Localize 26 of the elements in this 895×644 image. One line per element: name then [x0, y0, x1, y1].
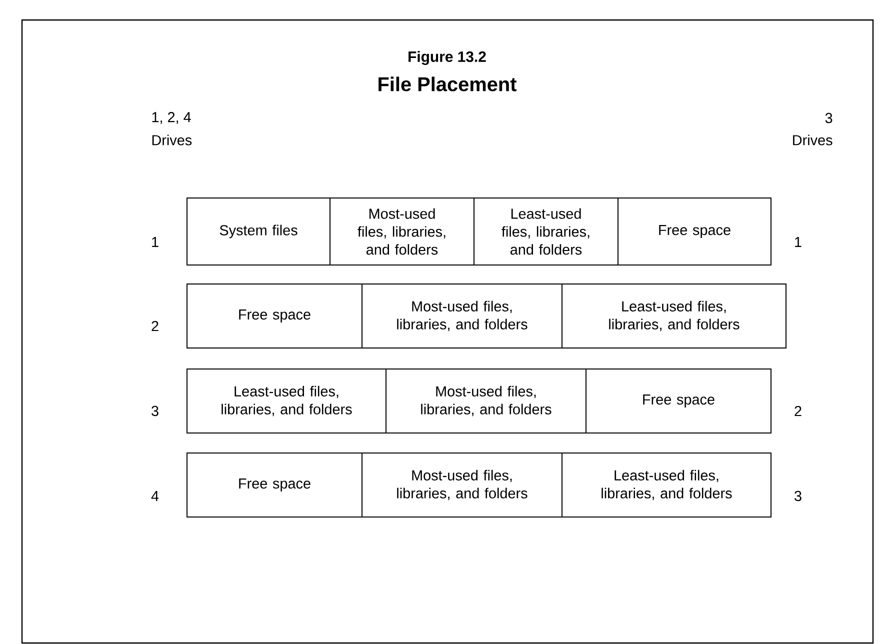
drive-label: 3: [152, 406, 158, 416]
drive-label: 3: [825, 112, 832, 124]
drive-label: 1, 2, 4: [152, 112, 191, 124]
title: File Placement: [378, 76, 516, 92]
figure-number: Figure 13.2: [408, 51, 486, 65]
drive-label: Drives: [793, 134, 832, 146]
drive-label: 4: [151, 491, 159, 501]
cell: Free space: [586, 368, 772, 434]
cell: Free space: [618, 198, 772, 266]
cell: Most-used files, libraries, and folders: [386, 368, 586, 434]
cell: Least-used files, libraries, and folders: [186, 368, 386, 434]
cell: Most-used files, libraries, and folders: [362, 452, 562, 518]
cell: Least-used files, libraries, and folders: [562, 284, 786, 348]
drive-label: 1: [152, 237, 158, 247]
drive-label: 1: [795, 237, 802, 247]
drive-label: 2: [152, 320, 158, 332]
cell: Most-used files, libraries, and folders: [330, 198, 474, 266]
cell: Free space: [186, 452, 362, 518]
cell: Least-used files, libraries, and folders: [474, 198, 618, 266]
cell: Most-used files, libraries, and folders: [362, 284, 562, 348]
drive-label: Drives: [152, 134, 192, 146]
cell: System files: [186, 198, 330, 266]
cell: Least-used files, libraries, and folders: [562, 452, 772, 518]
drive-label: 2: [794, 406, 802, 416]
cell: Free space: [186, 284, 362, 348]
drive-label: 3: [794, 490, 802, 502]
